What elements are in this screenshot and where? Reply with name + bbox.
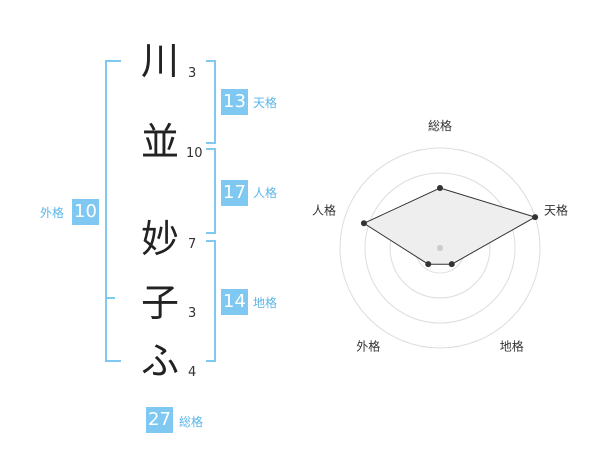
gaikaku-label: 外格 [40, 206, 65, 220]
tenkaku-label: 天格 [253, 96, 278, 110]
radar-points [360, 185, 539, 268]
stroke-count-5: 4 [188, 365, 197, 380]
radar-point [360, 220, 367, 227]
radar-axis-label: 総格 [428, 118, 452, 133]
name-char-1: 川 [140, 39, 179, 83]
radar-ring [339, 147, 541, 349]
soukaku-label: 総格 [179, 415, 204, 429]
stroke-count-4: 3 [188, 306, 197, 321]
gaikaku-bracket-tick [105, 297, 115, 299]
radar-axis-label: 外格 [356, 339, 380, 354]
jinkaku-label: 人格 [253, 186, 278, 200]
name-char-2: 並 [140, 120, 179, 164]
chikaku-value-badge: 14 [221, 289, 248, 315]
jinkaku-value-badge: 17 [221, 180, 248, 206]
name-char-3: 妙 [140, 217, 179, 261]
radar-axis-label: 人格 [312, 202, 336, 217]
jinkaku-bracket [206, 148, 216, 234]
gaikaku-bracket [105, 60, 121, 362]
soukaku-value-badge: 27 [146, 407, 173, 433]
chikaku-label: 地格 [253, 296, 278, 310]
radar-axis-label: 地格 [500, 339, 524, 354]
tenkaku-bracket [206, 60, 216, 144]
name-char-5: ふ [140, 339, 179, 383]
radar-center-dot [437, 245, 443, 251]
tenkaku-value-badge: 13 [221, 89, 248, 115]
radar-axis-label: 天格 [544, 202, 568, 217]
radar-point [532, 214, 539, 221]
gaikaku-value-badge: 10 [72, 199, 99, 225]
stroke-count-3: 7 [188, 237, 197, 252]
radar-point [425, 261, 432, 268]
radar-polygon [362, 187, 537, 265]
name-char-4: 子 [140, 281, 179, 325]
radar-ring [364, 172, 516, 324]
chikaku-bracket [206, 240, 216, 362]
radar-point [437, 185, 443, 191]
stroke-count-2: 10 [186, 146, 203, 161]
stroke-count-1: 3 [188, 66, 197, 81]
radar-point [448, 261, 455, 268]
